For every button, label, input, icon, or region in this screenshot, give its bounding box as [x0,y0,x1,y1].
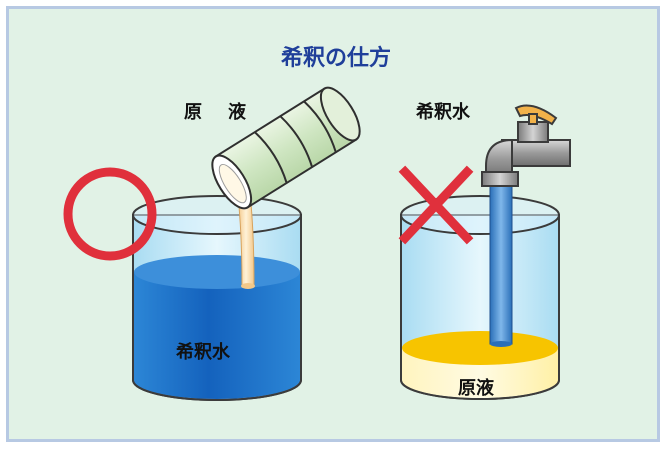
diagram-title: 希釈の仕方 [280,46,391,71]
right-beaker-label: 原液 [458,378,494,399]
faucet [481,104,571,187]
left-beaker-label: 希釈水 [176,342,230,363]
left-water [134,272,300,399]
right-concentrate-surface [402,331,558,365]
pour-label-char-2: 液 [228,102,246,123]
tap-label: 希釈水 [416,102,470,123]
water-stream [489,183,513,347]
pour-label: 原液 [184,98,246,124]
pour-label-char-1: 原 [184,102,202,123]
cross-incorrect-icon [398,165,474,245]
concentrate-stream [237,193,255,289]
left-water-surface [134,255,300,289]
right-beaker [400,195,560,400]
circle-correct-icon [63,167,157,261]
concentrate-can [211,86,361,210]
left-beaker [132,195,302,401]
